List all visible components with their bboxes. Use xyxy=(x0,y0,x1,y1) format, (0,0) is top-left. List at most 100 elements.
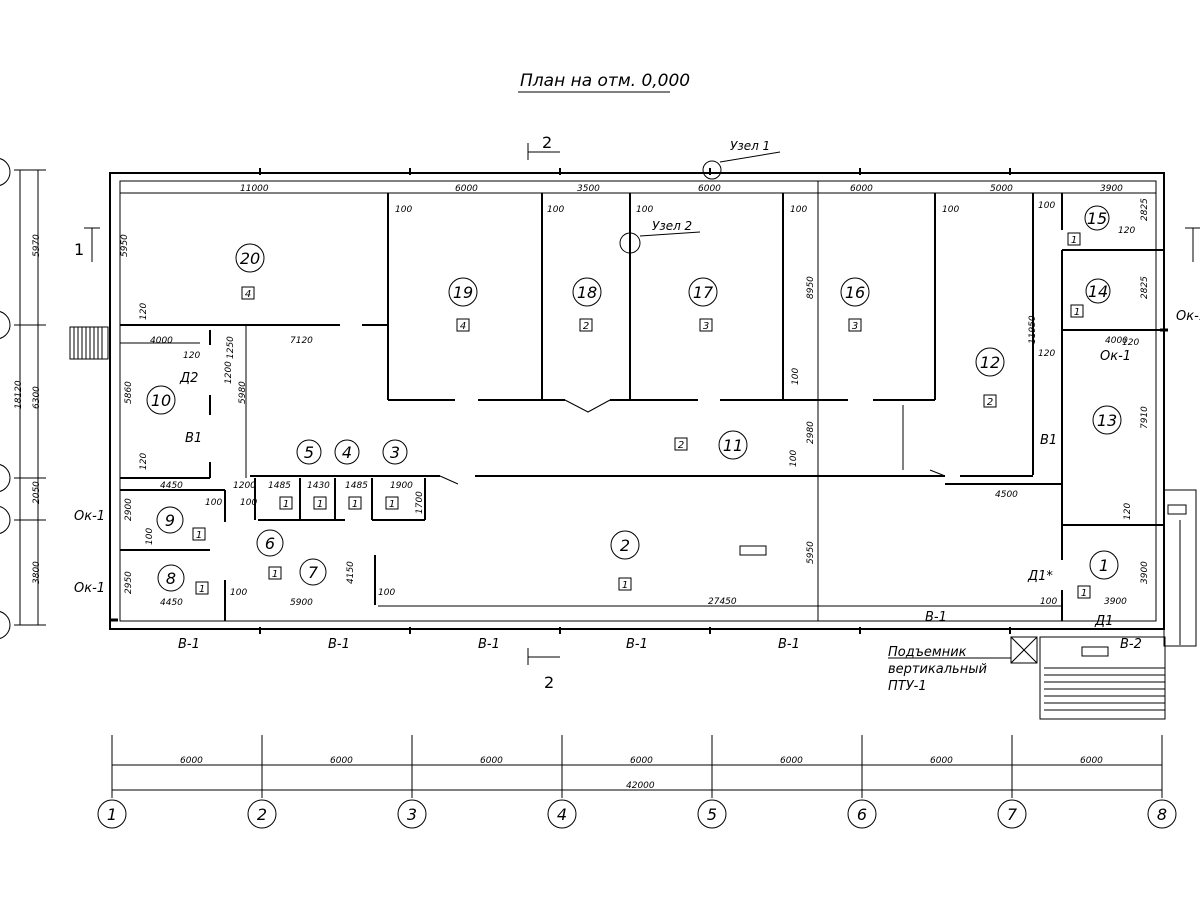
dim-100: 100 xyxy=(636,205,653,215)
room-5: 5 xyxy=(304,443,314,462)
label-ok1-bottom: Ок-1 xyxy=(74,581,105,596)
axis-bubbles xyxy=(97,799,1177,829)
dim-120: 120 xyxy=(1122,338,1139,348)
room-2: 2 xyxy=(620,536,630,555)
left-dimension-labels: 5970 6300 2050 3800 18120 xyxy=(14,234,42,584)
dim-2825: 2825 xyxy=(1140,198,1150,221)
section-2-bottom: 2 xyxy=(544,673,554,692)
room-15: 15 xyxy=(1087,209,1107,228)
room-1: 1 xyxy=(1099,556,1109,575)
tag-room-14: 1 xyxy=(1074,307,1080,318)
internal-walls xyxy=(120,181,1164,621)
dim-1250: 1250 xyxy=(226,336,236,359)
dim-bottom-5: 6000 xyxy=(780,756,803,766)
tag-room-15: 1 xyxy=(1071,235,1077,246)
door-d1: Д1 xyxy=(1094,614,1113,629)
dim-100: 100 xyxy=(789,450,799,467)
room-10: 10 xyxy=(151,391,171,410)
label-ok1-edge: Ок-1 xyxy=(1176,309,1200,324)
dim-top-2: 6000 xyxy=(455,184,478,194)
room-8: 8 xyxy=(166,569,176,588)
dim-5950: 5950 xyxy=(120,234,130,257)
wall-posts xyxy=(110,328,1168,622)
top-dimensions: 11000 6000 3500 6000 6000 5000 3900 xyxy=(240,184,1123,194)
dim-100: 100 xyxy=(791,368,801,385)
dim-bottom-4: 6000 xyxy=(630,756,653,766)
equipment-marks xyxy=(739,504,1187,657)
dim-100: 100 xyxy=(1040,597,1057,607)
tag-room-5: 1 xyxy=(283,499,289,510)
dim-5860: 5860 xyxy=(124,381,134,404)
dim-27450: 27450 xyxy=(708,597,737,607)
room-7: 7 xyxy=(308,563,319,582)
tag-room-16: 3 xyxy=(852,321,858,332)
entrance-steps-right xyxy=(1039,489,1197,720)
tag-room-6: 1 xyxy=(389,499,395,510)
dim-2900: 2900 xyxy=(124,498,134,521)
dim-5980: 5980 xyxy=(238,381,248,404)
room-tag-labels: 4 4 2 3 3 2 2 1 1 1 1 1 1 1 1 1 1 1 xyxy=(196,235,1087,599)
room-17: 17 xyxy=(693,283,714,302)
dim-100: 100 xyxy=(378,588,395,598)
tag-room-18: 2 xyxy=(583,321,589,332)
label-v1-2: В-1 xyxy=(328,637,350,652)
label-v1-3: В-1 xyxy=(478,637,500,652)
dim-100: 100 xyxy=(205,498,222,508)
bottom-dimension-labels: 6000 6000 6000 6000 6000 6000 6000 42000 xyxy=(180,756,1103,791)
door-d1-star: Д1* xyxy=(1027,569,1053,584)
dim-100: 100 xyxy=(942,205,959,215)
dim-2825: 2825 xyxy=(1140,276,1150,299)
dim-4500: 4500 xyxy=(995,490,1018,500)
tag-room-19: 4 xyxy=(460,321,466,332)
dim-total: 42000 xyxy=(626,781,655,791)
dim-2950: 2950 xyxy=(124,571,134,594)
label-b1-left: В1 xyxy=(185,431,202,446)
lift-label-1: Подъемник xyxy=(888,645,967,660)
dim-100: 100 xyxy=(230,588,247,598)
misc-labels: В1 В1 Ок-1 Ок-1 Ок-1 Ок-1 В-2 В-1 В-1 В-… xyxy=(74,309,1200,652)
label-v1-5: В-1 xyxy=(778,637,800,652)
room-18: 18 xyxy=(577,283,597,302)
lift-label-2: вертикальный xyxy=(888,662,987,677)
room-20: 20 xyxy=(240,249,260,268)
dim-5900: 5900 xyxy=(290,598,313,608)
dim-8950: 8950 xyxy=(806,276,816,299)
dim-left-6300: 6300 xyxy=(32,386,42,409)
node-2-label: Узел 2 xyxy=(652,219,692,233)
tag-room-2: 1 xyxy=(622,580,628,591)
label-v1-room1: В-1 xyxy=(925,610,947,625)
door-labels: Д2 Д1* Д1 xyxy=(179,371,1113,629)
dim-1430: 1430 xyxy=(307,481,330,491)
dim-1700: 1700 xyxy=(415,491,425,514)
axis-3: 3 xyxy=(407,805,417,824)
label-v1-1: В-1 xyxy=(178,637,200,652)
label-v1-4: В-1 xyxy=(626,637,648,652)
dim-120: 120 xyxy=(183,351,200,361)
label-b1-right: В1 xyxy=(1040,433,1057,448)
node-markers: Узел 1 Узел 2 xyxy=(619,139,781,254)
room-19: 19 xyxy=(453,283,473,302)
axis-4: 4 xyxy=(557,805,567,824)
room-tag-boxes xyxy=(192,232,1091,599)
left-dimension-chain xyxy=(0,158,46,639)
room-16: 16 xyxy=(845,283,865,302)
room-13: 13 xyxy=(1097,411,1117,430)
dim-4000: 4000 xyxy=(150,336,173,346)
dim-bottom-1: 6000 xyxy=(180,756,203,766)
axis-1: 1 xyxy=(107,805,117,824)
dim-100: 100 xyxy=(1038,201,1055,211)
room-number-labels: 20 19 18 17 16 12 11 13 15 14 10 5 4 3 9… xyxy=(151,209,1117,588)
tag-room-12: 2 xyxy=(987,397,993,408)
dim-top-5: 6000 xyxy=(850,184,873,194)
tag-room-20: 4 xyxy=(245,289,251,300)
dim-120: 120 xyxy=(139,303,149,320)
dim-100: 100 xyxy=(240,498,257,508)
room-4: 4 xyxy=(342,443,352,462)
dim-7910: 7910 xyxy=(1140,406,1150,429)
axis-5: 5 xyxy=(707,805,717,824)
dim-left-2050: 2050 xyxy=(32,481,42,504)
label-ok1-top: Ок-1 xyxy=(74,509,105,524)
axis-8: 8 xyxy=(1157,805,1167,824)
dim-4150: 4150 xyxy=(346,561,356,584)
